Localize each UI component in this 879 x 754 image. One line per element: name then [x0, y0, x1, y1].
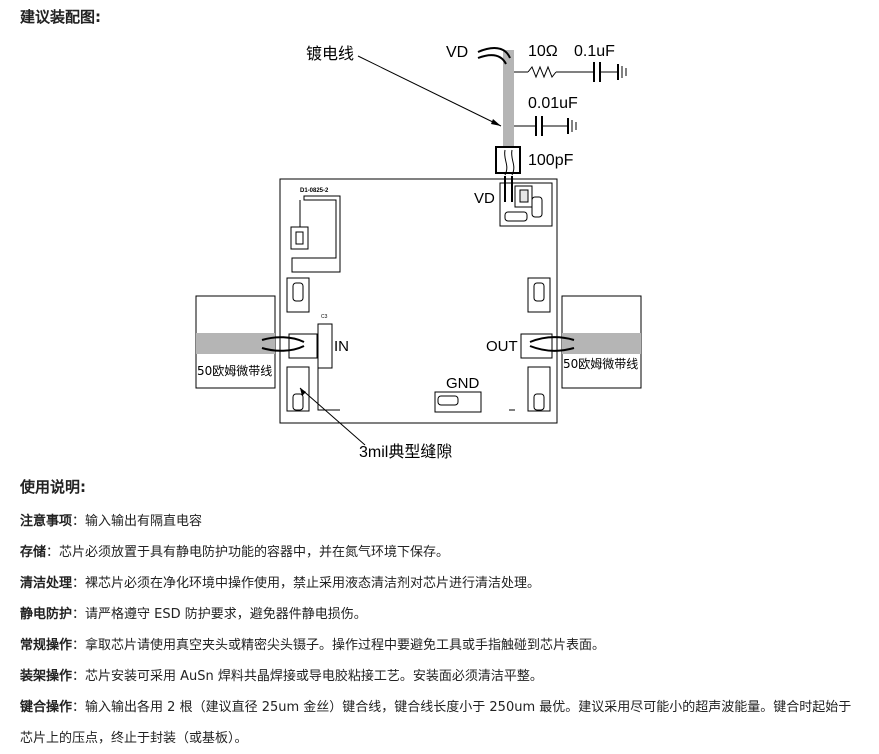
cap3-label: 100pF: [528, 152, 574, 169]
left-pad-2-inner: [292, 393, 304, 411]
in-label: IN: [334, 338, 349, 355]
cap3-block: [495, 146, 521, 174]
usage-section-title: 使用说明:: [20, 478, 86, 496]
right-pad-1-inner: [533, 282, 545, 302]
vd-pad-inner: [519, 189, 529, 203]
gap-label: 3mil典型缝隙: [359, 442, 452, 461]
out-bond-a: [529, 336, 575, 343]
in-trace: [317, 368, 340, 411]
left-microstrip-label: 50欧姆微带线: [197, 364, 272, 378]
gnd-pad-inner: [437, 395, 459, 406]
gnd-label: GND: [446, 375, 480, 392]
left-trace: [291, 195, 341, 273]
gold-wire-strip: [503, 50, 514, 168]
left-top-pad-inner: [295, 231, 304, 245]
note-handling: 常规操作：拿取芯片请使用真空夹头或精密尖头镊子。操作过程中要避免工具或手指触碰到…: [20, 638, 606, 653]
note-esd: 静电防护：请严格遵守 ESD 防护要求，避免器件静电损伤。: [20, 607, 367, 622]
cap3-wire-2: [511, 149, 515, 176]
wire-leader: [357, 55, 502, 127]
note-bonding: 键合操作：输入输出各用 2 根（建议直径 25um 金丝）键合线，键合线长度小于…: [20, 700, 852, 746]
in-bond-b: [261, 345, 305, 352]
small-mark: C3: [321, 314, 328, 320]
note-storage: 存储：芯片必须放置于具有静电防护功能的容器中，并在氮气环境下保存。: [20, 545, 450, 560]
wire-label: 镀电线: [306, 44, 354, 63]
assembly-diagram: VD 10Ω 0.1uF 0.01uF 100pF 镀电线 D1-0825-2 …: [195, 43, 642, 461]
vd-bond-wire-2: [477, 54, 507, 65]
cap1-label: 0.1uF: [574, 43, 615, 60]
note-cleaning: 清洁处理：裸芯片必须在净化环境中操作使用，禁止采用液态清洁剂对芯片进行清洁处理。: [20, 576, 541, 591]
usage-notes: 注意事项：输入输出有隔直电容 存储：芯片必须放置于具有静电防护功能的容器中，并在…: [20, 506, 860, 754]
note-mounting: 装架操作：芯片安装可采用 AuSn 焊料共晶焊接或导电胶粘接工艺。安装面必须清洁…: [20, 669, 543, 684]
right-microstrip-line: [562, 333, 641, 354]
wire-arrow: [491, 119, 501, 126]
chip-id: D1-0825-2: [300, 188, 329, 194]
out-label: OUT: [486, 338, 518, 355]
vd-pad-3: [504, 211, 528, 222]
vd-top-label: VD: [446, 44, 468, 61]
vd-bond-wire: [477, 47, 511, 59]
out-bond-b: [529, 345, 575, 352]
vd-pad-2: [531, 196, 543, 218]
left-pad-1-inner: [292, 282, 304, 302]
gap-arrow: [300, 388, 306, 396]
note-attention: 注意事项：输入输出有隔直电容: [20, 514, 203, 529]
resistor-label: 10Ω: [528, 43, 558, 60]
in-cap: [317, 323, 333, 369]
vd-pad-label: VD: [474, 190, 495, 207]
right-microstrip-label: 50欧姆微带线: [563, 357, 638, 371]
resistor-symbol: [527, 65, 557, 79]
gap-leader: [299, 387, 366, 446]
right-pad-2-inner: [533, 393, 545, 411]
in-bond-a: [261, 336, 305, 343]
cap2-label: 0.01uF: [528, 95, 578, 112]
left-microstrip-line: [196, 333, 275, 354]
cap3-wire: [504, 149, 508, 176]
assembly-section-title: 建议装配图:: [20, 8, 101, 26]
